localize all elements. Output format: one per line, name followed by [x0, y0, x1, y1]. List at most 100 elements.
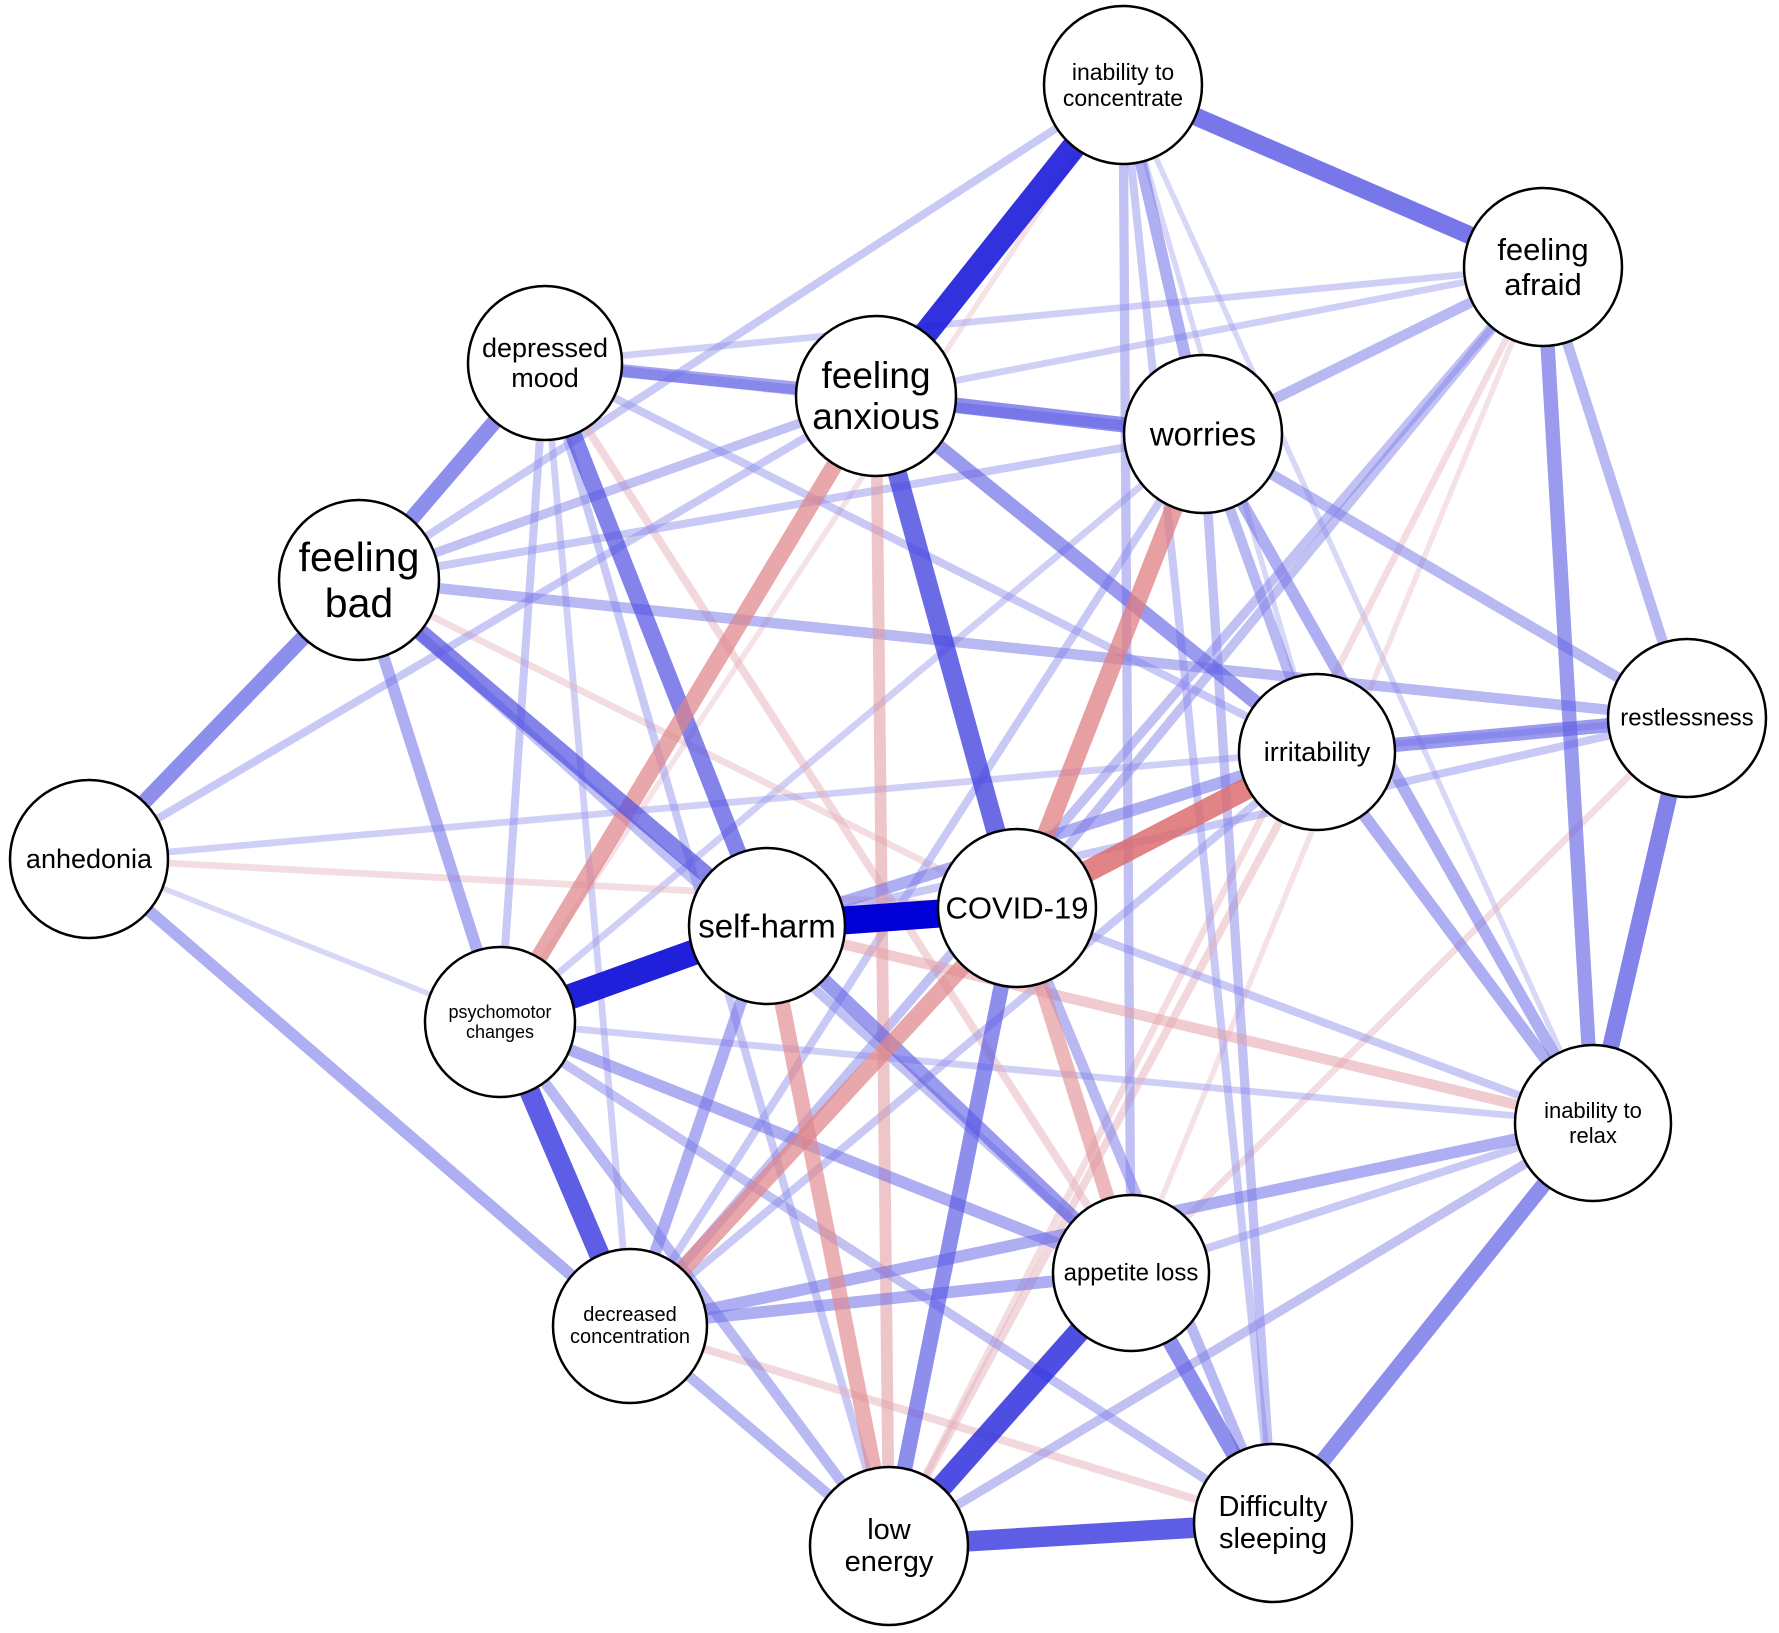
node-circle-ir — [1237, 672, 1397, 832]
node-label-an-0: anhedonia — [26, 844, 153, 874]
node-label-pc-0: psychomotor — [448, 1002, 551, 1022]
node-label-fx-1: anxious — [812, 396, 940, 437]
edge-wo-pc — [497, 431, 1206, 1025]
node-label-al-0: appetite loss — [1064, 1260, 1199, 1287]
edge-ic-rl — [1120, 83, 1596, 1125]
edge-dm-sh — [537, 359, 775, 930]
edge-wo-ds — [1198, 433, 1278, 1524]
node-circle-fx — [794, 314, 958, 478]
node-label-rl-1: relax — [1569, 1123, 1617, 1148]
edge-fx-pc — [492, 391, 884, 1027]
edge-dm-dc — [541, 362, 634, 1327]
node-label-wo-0: worries — [1149, 416, 1256, 453]
edge-wo-fb — [358, 430, 1204, 584]
edge-dm-al — [541, 360, 1135, 1276]
node-label-re-0: restlessness — [1620, 705, 1753, 732]
edge-ic-pc — [497, 83, 1126, 1024]
edge-fa-dm — [544, 263, 1544, 367]
node-circle-dc — [551, 1247, 709, 1405]
edge-dc-ds — [628, 1322, 1275, 1527]
node-label-le-1: energy — [845, 1546, 934, 1578]
edge-fx-le — [870, 395, 895, 1547]
edge-fa-rl — [1535, 266, 1601, 1124]
node-circle-ic — [1042, 4, 1204, 166]
node-an: anhedonia — [8, 778, 170, 940]
edge-fa-fx — [875, 263, 1544, 400]
node-label-rl-0: inability to — [1544, 1098, 1642, 1123]
edge-ic-fb — [356, 81, 1126, 584]
edge-rl-le — [886, 1119, 1596, 1550]
node-circle-ds — [1192, 1442, 1354, 1604]
node-sh: self-harm — [687, 846, 847, 1006]
node-label-ic-1: concentrate — [1063, 85, 1183, 111]
edge-co-dc — [623, 902, 1024, 1332]
edge-re-al — [1128, 715, 1690, 1276]
edge-ir-le — [885, 750, 1321, 1548]
node-circle-wo — [1122, 353, 1284, 515]
edge-ir-dc — [627, 748, 1320, 1330]
node-circle-le — [808, 1465, 970, 1627]
node-circle-re — [1606, 637, 1768, 799]
node-label-co-0: COVID-19 — [946, 891, 1089, 926]
node-label-fb-1: bad — [325, 580, 393, 626]
edge-fa-le — [885, 265, 1547, 1548]
edge-fx-fb — [357, 391, 878, 585]
node-label-ds-1: sleeping — [1219, 1523, 1327, 1555]
node-circle-pc — [423, 945, 577, 1099]
node-circle-dm — [466, 284, 624, 442]
edge-fa-co — [1013, 264, 1547, 911]
node-label-fa-0: feeling — [1497, 232, 1588, 267]
node-label-ir-0: irritability — [1264, 737, 1371, 767]
edge-fb-sh — [353, 573, 773, 933]
edge-sh-al — [762, 920, 1136, 1279]
node-circle-sh — [687, 846, 847, 1006]
node-circle-an — [8, 778, 170, 940]
node-circle-rl — [1513, 1043, 1673, 1203]
node-label-dc-0: decreased — [583, 1304, 676, 1326]
edge-fx-an — [86, 392, 879, 863]
edge-pc-rl — [499, 1018, 1594, 1127]
node-label-le-0: low — [867, 1514, 912, 1546]
node-wo: worries — [1122, 353, 1284, 515]
node-label-fb-0: feeling — [299, 534, 420, 580]
edge-sh-le — [759, 924, 897, 1548]
edges-layer — [83, 76, 1696, 1557]
edge-sh-rl — [765, 920, 1595, 1129]
node-circle-al — [1051, 1193, 1211, 1353]
node-label-pc-1: changes — [466, 1022, 534, 1042]
edge-fx-co — [866, 393, 1027, 911]
node-circle-fb — [277, 498, 441, 662]
node-label-ds-0: Difficulty — [1218, 1491, 1328, 1523]
edge-fx-ir — [871, 390, 1322, 758]
node-label-sh-0: self-harm — [698, 908, 836, 945]
node-label-ic-0: inability to — [1072, 59, 1174, 85]
node-label-dm-1: mood — [511, 363, 579, 393]
node-label-fa-1: afraid — [1504, 267, 1582, 302]
edge-dm-pc — [496, 362, 549, 1023]
edge-wo-co — [1008, 430, 1212, 912]
edge-wo-re — [1200, 429, 1690, 723]
node-label-fx-0: feeling — [821, 355, 930, 396]
node-label-dm-0: depressed — [482, 333, 608, 363]
edge-dm-ir — [543, 359, 1319, 756]
edge-co-rl — [1015, 904, 1595, 1127]
edge-rl-al — [1129, 1119, 1595, 1277]
edge-al-dc — [629, 1267, 1132, 1332]
nodes-layer: inability toconcentratefeelingafraiddepr… — [8, 4, 1768, 1627]
node-al: appetite loss — [1051, 1193, 1211, 1353]
edge-fb-re — [358, 574, 1688, 724]
node-re: restlessness — [1606, 637, 1768, 799]
node-circle-fa — [1462, 186, 1624, 348]
node-co: COVID-19 — [936, 827, 1098, 989]
